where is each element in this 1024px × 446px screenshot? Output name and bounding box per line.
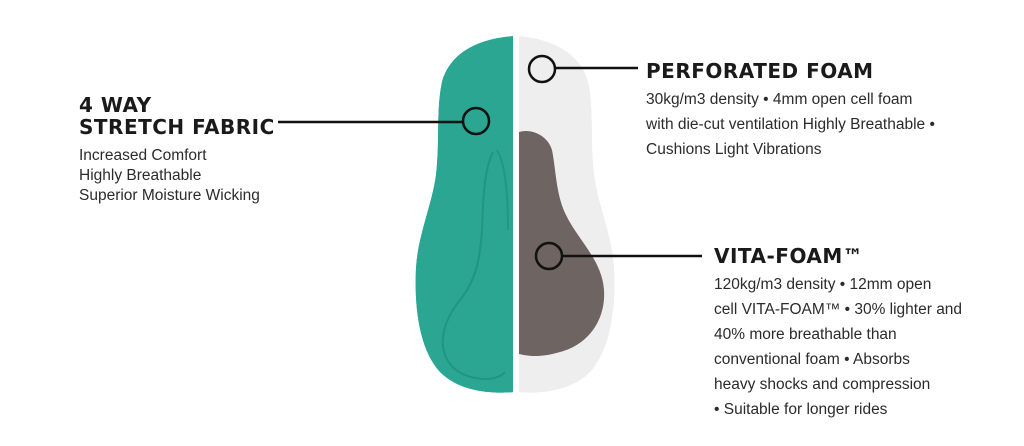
vita-desc-line-1: 120kg/m3 density • 12mm open (714, 276, 932, 293)
fabric-desc-line-3: Superior Moisture Wicking (79, 187, 260, 204)
vita-desc-line-4: conventional foam • Absorbs (714, 351, 910, 368)
vita-description: 120kg/m3 density • 12mm open cell VITA-F… (714, 272, 962, 422)
fabric-title-line1: 4 WAY (79, 93, 152, 117)
fabric-title-line2: STRETCH FABRIC (79, 115, 275, 139)
vita-marker-circle (534, 241, 564, 271)
foam-half (519, 36, 615, 393)
fabric-callout: 4 WAY STRETCH FABRIC Increased Comfort H… (79, 94, 275, 206)
vita-foam-shape (519, 130, 605, 356)
perforated-marker-circle (527, 54, 557, 84)
center-split (513, 30, 519, 400)
fabric-groove-inner (496, 149, 509, 231)
fabric-desc-line-2: Highly Breathable (79, 167, 202, 184)
vita-desc-line-5: heavy shocks and compression (714, 376, 931, 393)
fabric-desc-line-1: Increased Comfort (79, 147, 207, 164)
perforated-desc-line-3: Cushions Light Vibrations (646, 141, 822, 158)
perforated-desc-line-1: 30kg/m3 density • 4mm open cell foam (646, 91, 913, 108)
fabric-marker-circle (461, 106, 491, 136)
fabric-groove (441, 151, 506, 380)
perforated-callout: PERFORATED FOAM 30kg/m3 density • 4mm op… (646, 60, 935, 162)
perforated-desc-line-2: with die-cut ventilation Highly Breathab… (646, 116, 935, 133)
vita-desc-line-2: cell VITA-FOAM™ • 30% lighter and (714, 301, 963, 318)
perforated-description: 30kg/m3 density • 4mm open cell foam wit… (646, 87, 935, 162)
vita-title: VITA-FOAM™ (714, 244, 864, 268)
vita-callout: VITA-FOAM™ 120kg/m3 density • 12mm open … (714, 245, 962, 422)
vita-desc-line-3: 40% more breathable than (714, 326, 897, 343)
fabric-description: Increased Comfort Highly Breathable Supe… (79, 146, 275, 206)
vita-desc-line-6: • Suitable for longer rides (714, 401, 888, 418)
perforated-title: PERFORATED FOAM (646, 59, 874, 83)
